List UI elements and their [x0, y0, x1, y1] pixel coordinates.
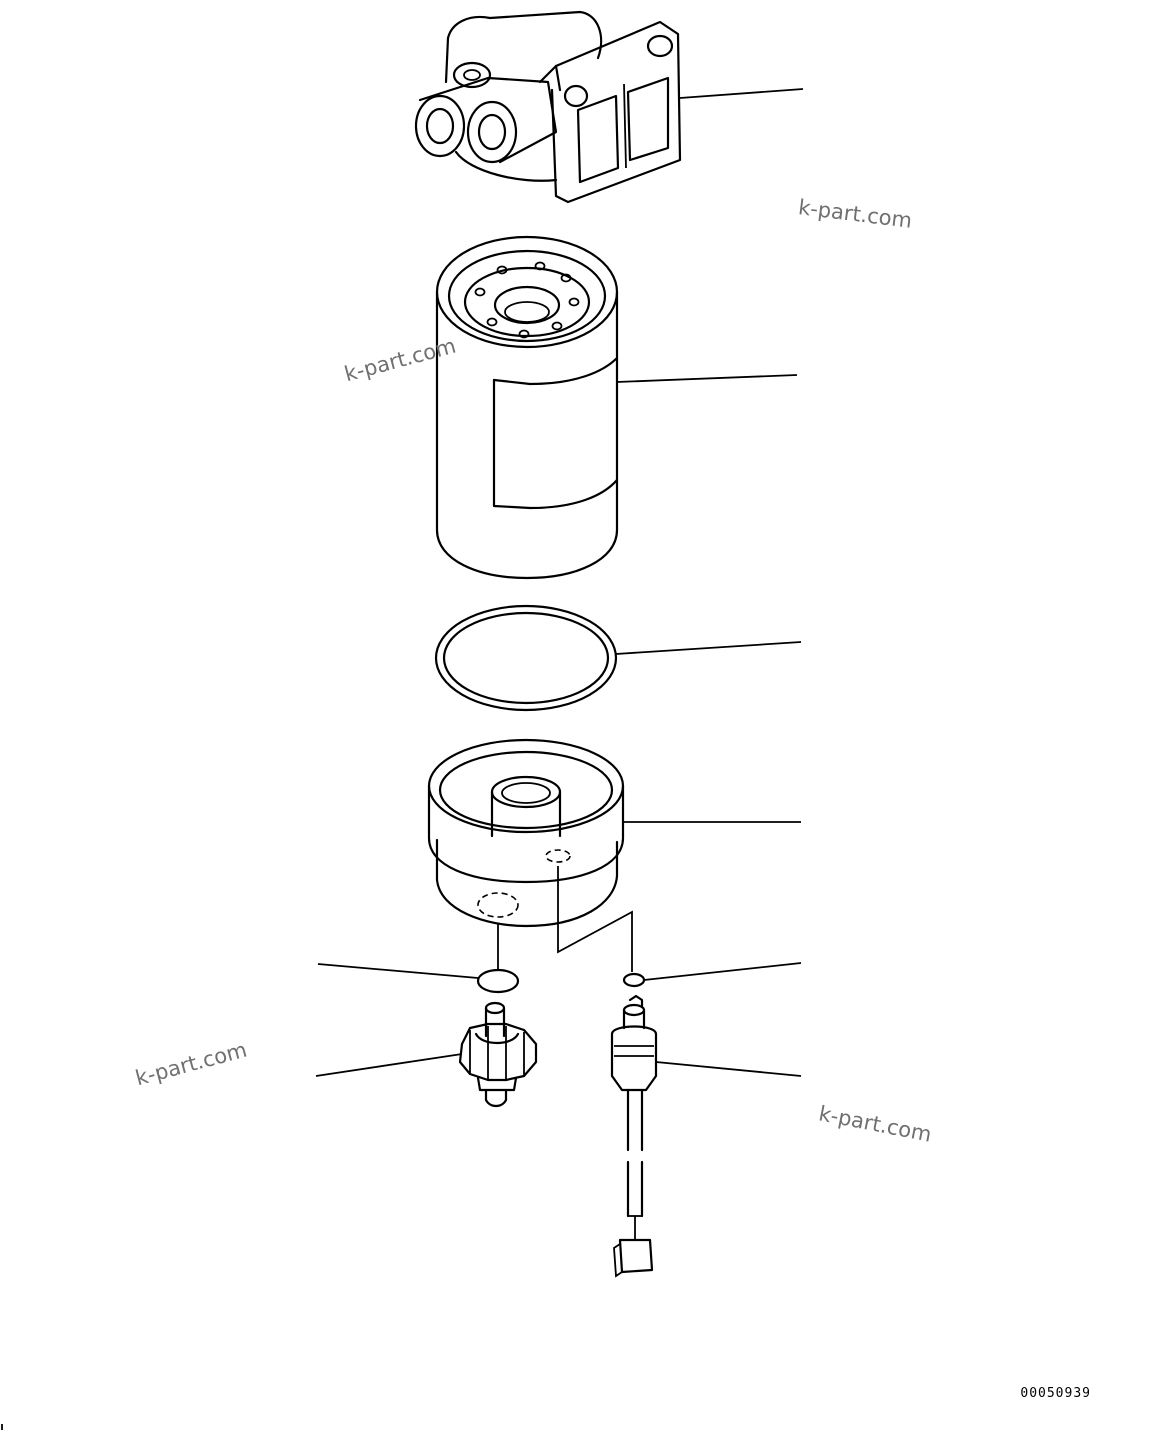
drawing-number: 00050939: [1020, 1386, 1091, 1401]
drain-valve: [458, 1001, 538, 1108]
o-ring-drain: [476, 968, 520, 994]
o-ring-large: [434, 604, 618, 712]
leader-lines: [315, 88, 804, 1077]
bowl: [427, 738, 625, 928]
water-sensor: [610, 994, 658, 1278]
filter-head: [414, 10, 682, 204]
filter-cartridge: [435, 235, 619, 580]
o-ring-sensor: [622, 972, 646, 988]
